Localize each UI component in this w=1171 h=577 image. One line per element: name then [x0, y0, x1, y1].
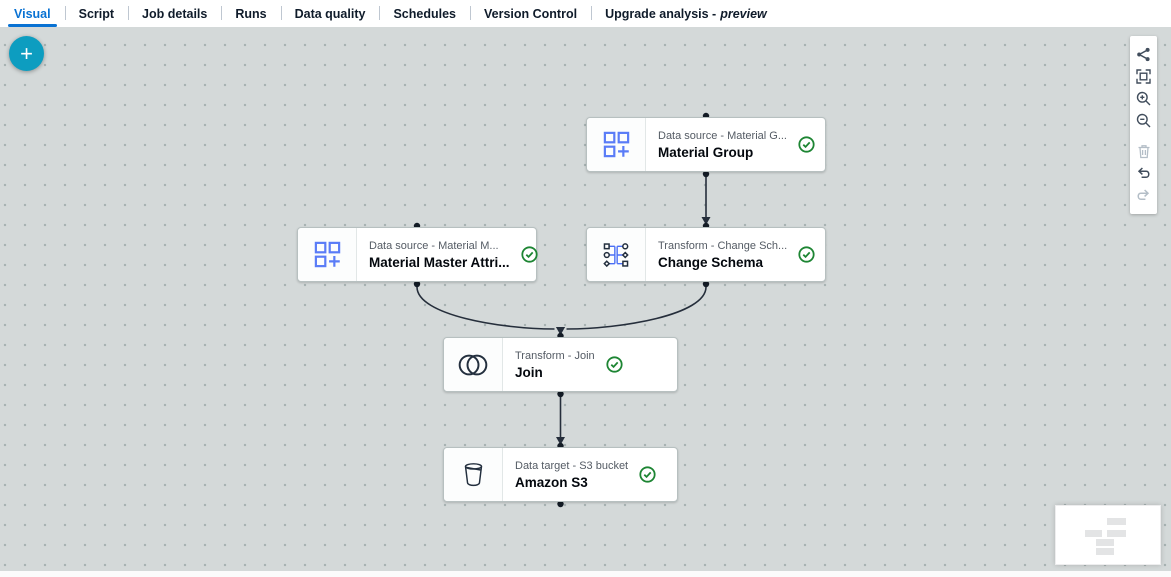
minimap[interactable] [1055, 505, 1161, 565]
tab-data-quality[interactable]: Data quality [280, 0, 380, 27]
canvas-bottom-strip [0, 571, 1171, 577]
node-type-label: Data source - Material M... [369, 239, 499, 252]
tab-label: Job details [142, 6, 208, 21]
tab-schedules[interactable]: Schedules [379, 0, 470, 27]
data-source-catalog-icon [298, 228, 357, 281]
minimap-node-rect [1096, 548, 1114, 555]
edge-arrowhead [556, 437, 565, 445]
add-node-button[interactable]: + [9, 36, 44, 71]
node-material-master[interactable]: Data source - Material M... Material Mas… [297, 227, 538, 282]
tab-job-details[interactable]: Job details [128, 0, 221, 27]
change-schema-icon [587, 228, 646, 281]
join-icon [444, 338, 503, 391]
node-type-label: Data target - S3 bucket [515, 459, 629, 472]
node-material-group[interactable]: Data source - Material G... Material Gro… [586, 117, 826, 172]
redo-icon [1137, 189, 1150, 200]
minimap-node-rect [1107, 518, 1126, 525]
tab-visual[interactable]: Visual [0, 0, 65, 27]
tab-label: Runs [235, 6, 267, 21]
edge-arrowhead [701, 217, 711, 225]
zoom-in-icon [1136, 91, 1151, 105]
node-join[interactable]: Transform - Join Join [443, 337, 678, 392]
fit-to-screen-icon [1136, 68, 1151, 84]
delete-button [1130, 140, 1157, 162]
s3-bucket-icon [444, 448, 503, 501]
share-icon [1137, 47, 1150, 61]
fit-to-screen-button[interactable] [1130, 65, 1157, 87]
tab-runs[interactable]: Runs [221, 0, 280, 27]
redo-button [1130, 184, 1157, 206]
tab-label: Schedules [393, 6, 456, 21]
visual-editor-canvas[interactable]: + Data source - Material G... Material G… [0, 27, 1171, 577]
node-amazon-s3[interactable]: Data target - S3 bucket Amazon S3 [443, 447, 678, 502]
node-title: Amazon S3 [515, 474, 588, 490]
node-type-label: Transform - Change Sch... [658, 239, 788, 252]
status-success-icon [520, 246, 538, 263]
delete-icon [1138, 144, 1149, 158]
node-type-label: Data source - Material G... [658, 129, 787, 142]
minimap-node-rect [1085, 530, 1102, 537]
data-source-catalog-icon [587, 118, 646, 171]
zoom-out-button[interactable] [1130, 109, 1157, 131]
minimap-node-rect [1096, 539, 1114, 546]
canvas-toolbar [1130, 36, 1157, 214]
undo-icon [1137, 167, 1150, 178]
node-title: Material Master Attri... [369, 254, 510, 270]
job-tab-bar: Visual Script Job details Runs Data quality S… [0, 0, 1171, 27]
tab-label: Script [78, 6, 115, 21]
tab-label: Upgrade analysis - [605, 6, 717, 21]
status-success-icon [606, 356, 623, 373]
undo-button[interactable] [1130, 162, 1157, 184]
node-title: Material Group [658, 144, 754, 160]
zoom-in-button[interactable] [1130, 87, 1157, 109]
zoom-out-icon [1136, 113, 1151, 127]
status-success-icon [639, 466, 656, 483]
node-title: Change Schema [658, 254, 764, 270]
tab-label-preview-suffix: preview [720, 6, 767, 21]
share-button[interactable] [1130, 43, 1157, 65]
tab-version-control[interactable]: Version Control [469, 0, 591, 27]
tab-label: Version Control [483, 6, 578, 21]
tab-label: Visual [14, 6, 51, 21]
tab-upgrade-analysis[interactable]: Upgrade analysis -preview [591, 0, 781, 27]
edge-arrowhead [556, 327, 565, 335]
edge-change-schema-to-join [566, 286, 707, 330]
node-title: Join [515, 364, 543, 380]
node-change-schema[interactable]: Transform - Change Sch... Change Schema [586, 227, 826, 282]
edge-material-master-to-join [416, 286, 555, 330]
tab-script[interactable]: Script [64, 0, 128, 27]
status-success-icon [798, 246, 815, 263]
edge-arrowhead [556, 327, 565, 335]
tab-label: Data quality [294, 6, 366, 21]
minimap-node-rect [1107, 530, 1126, 537]
node-type-label: Transform - Join [515, 349, 595, 362]
status-success-icon [798, 136, 815, 153]
